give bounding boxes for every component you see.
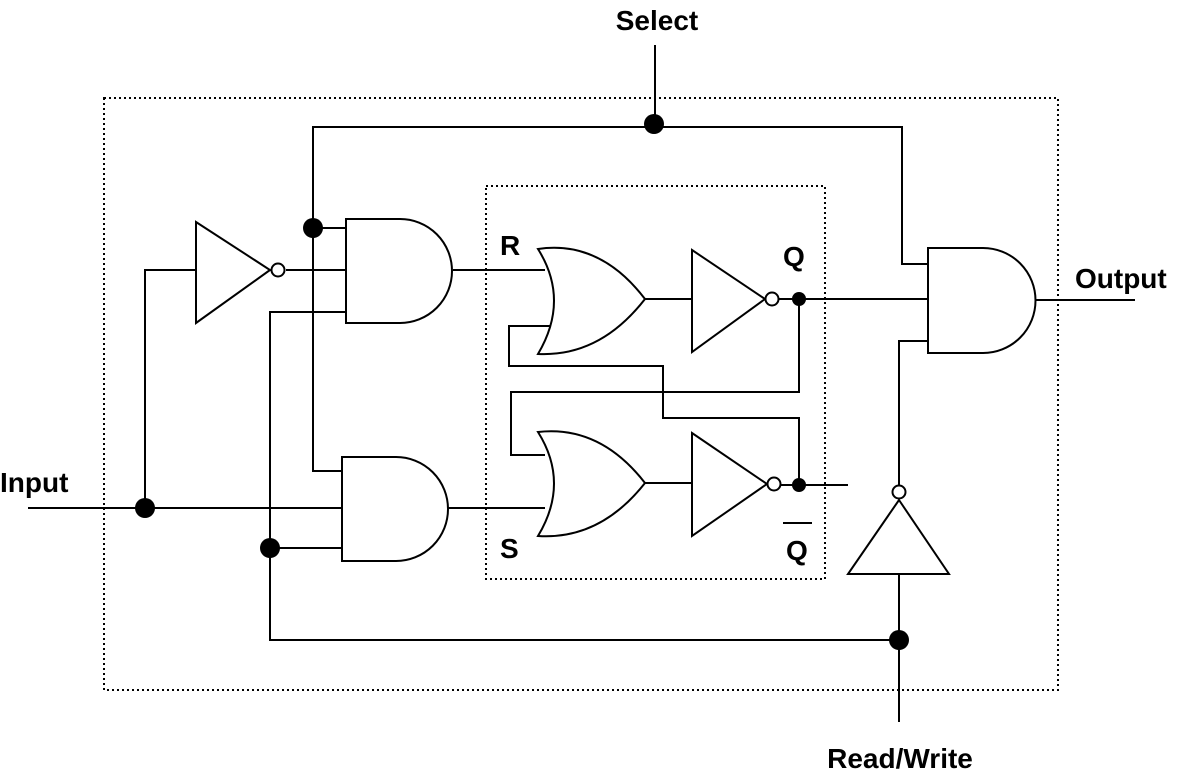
- rw-junction-dot: [889, 630, 909, 650]
- wires: [28, 45, 1135, 722]
- input-to-inverter: [144, 269, 196, 508]
- r-label: R: [500, 230, 520, 261]
- input-junction-dot: [135, 498, 155, 518]
- q-feedback: [510, 299, 800, 456]
- q-label: Q: [783, 241, 805, 272]
- qbar-junction-dot: [792, 478, 806, 492]
- not-gate-latch-bottom: [691, 431, 769, 538]
- rw-split-dot: [260, 538, 280, 558]
- q-bar-label: Q: [786, 535, 808, 566]
- select-label: Select: [616, 5, 699, 36]
- not-gate-latch-top: [691, 248, 767, 354]
- latch-top-bubble: [764, 291, 780, 307]
- rw-inverter-bubble: [891, 484, 907, 500]
- rw-bus: [269, 311, 899, 641]
- latch-boundary: [485, 185, 826, 580]
- or-gate-top: [536, 246, 647, 356]
- inverter-bubble: [270, 262, 286, 278]
- read-write-label: Read/Write: [827, 743, 973, 774]
- and-gate-bottom: [341, 456, 449, 562]
- s-label: S: [500, 533, 519, 564]
- rw-inverter-out: [898, 340, 928, 485]
- not-gate-rw: [846, 498, 951, 575]
- and-gate-top: [345, 218, 453, 324]
- not-gate-input: [195, 220, 272, 325]
- output-label: Output: [1075, 263, 1167, 294]
- select-bus: [312, 126, 928, 265]
- qbar-feedback: [508, 325, 800, 485]
- and-gate-output: [927, 247, 1037, 354]
- junction-dots: [135, 114, 909, 650]
- select-to-and-bottom: [312, 228, 342, 472]
- input-label: Input: [0, 467, 68, 498]
- latch-bottom-bubble: [766, 476, 782, 492]
- memory-cell-boundary: [103, 97, 1059, 691]
- q-junction-dot: [792, 292, 806, 306]
- or-gate-bottom: [536, 430, 647, 538]
- select-split-dot: [303, 218, 323, 238]
- select-junction-dot: [644, 114, 664, 134]
